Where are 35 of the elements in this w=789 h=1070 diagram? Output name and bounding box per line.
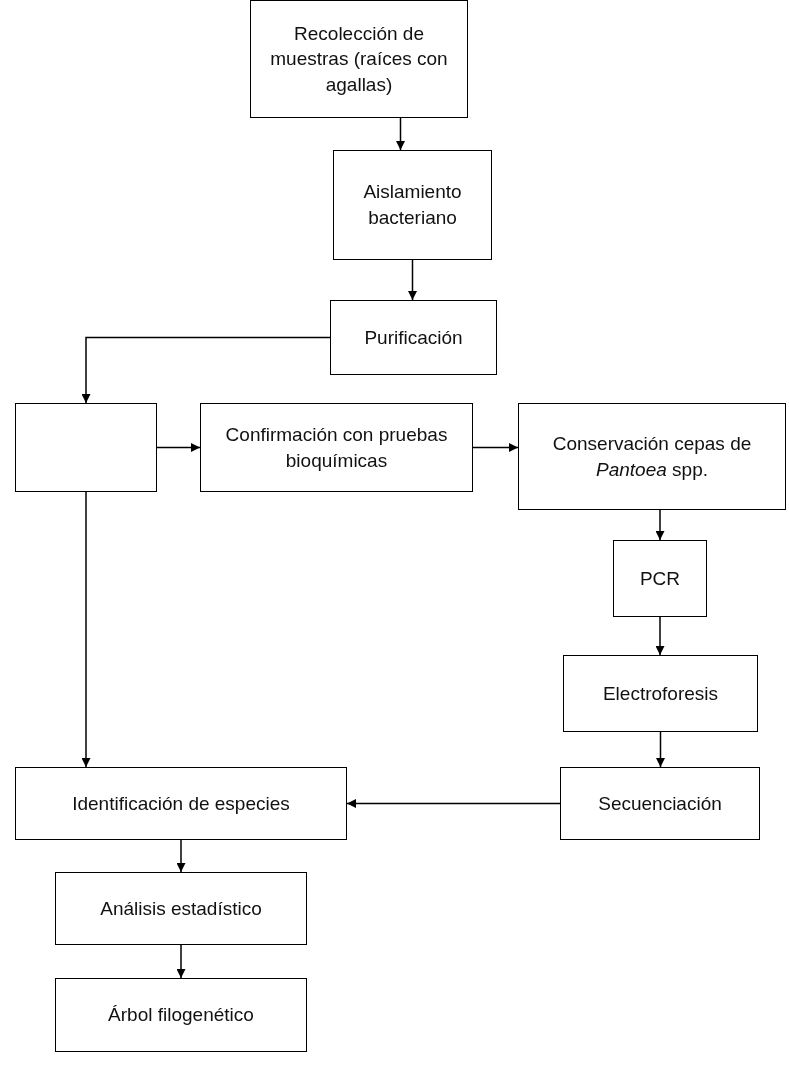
- process-box: [200, 403, 473, 492]
- process-box: [613, 540, 707, 617]
- arrow: [81, 336, 331, 404]
- process-box: [563, 655, 758, 732]
- arrow: [346, 799, 561, 808]
- arrow: [176, 839, 186, 873]
- process-box: [55, 872, 307, 945]
- step-label: Aislamiento bacteriano: [362, 180, 463, 230]
- arrow: [396, 117, 405, 151]
- arrow: [81, 491, 91, 768]
- step-label: Recolección de muestras (raíces con agallas): [269, 21, 449, 97]
- step-label: Análisis estadístico: [100, 896, 262, 921]
- step-label: Secuenciación: [598, 791, 722, 816]
- process-box: [560, 767, 760, 840]
- process-box: [333, 150, 492, 260]
- arrow: [408, 259, 417, 301]
- arrow: [156, 443, 201, 452]
- step-label: Árbol filogenético: [108, 1003, 254, 1028]
- step-label: PCR: [639, 566, 681, 591]
- step-label: Identificación de especies: [72, 791, 290, 816]
- step-label: Purificación: [364, 325, 463, 350]
- arrow: [655, 509, 665, 541]
- process-box: [518, 403, 786, 510]
- empty-box: [15, 403, 157, 492]
- arrow: [655, 616, 665, 656]
- step-label: Confirmación con pruebas bioquímicas: [224, 422, 449, 473]
- arrow: [656, 731, 665, 768]
- arrow: [176, 944, 186, 979]
- process-box: [15, 767, 347, 840]
- step-label: Electroforesis: [602, 681, 719, 706]
- step-label: Conservación cepas de Pantoea spp.: [551, 431, 753, 482]
- process-box: [250, 0, 468, 118]
- process-box: [55, 978, 307, 1052]
- process-box: [330, 300, 497, 375]
- arrow: [472, 443, 519, 452]
